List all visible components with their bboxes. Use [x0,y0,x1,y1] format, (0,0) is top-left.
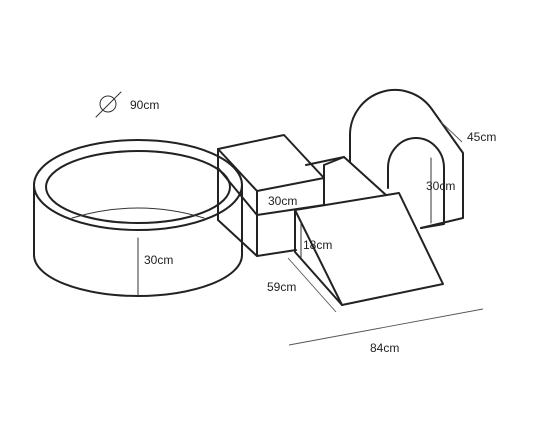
cube-bottom-left [217,219,258,257]
cube-front-top-left [217,148,258,192]
ramp [294,192,444,306]
total-length-label: 84cm [370,341,399,355]
arch-height-label: 30cm [426,179,455,193]
arch-outline [349,89,464,229]
ball-pool [33,139,243,297]
ramp-width-label: 59cm [267,280,296,294]
cube [217,134,325,257]
arch-tunnel [349,89,464,229]
diameter-label: 90cm [130,98,159,112]
cube-front-top-right [256,177,325,192]
total-length-line [288,308,484,346]
flat-block-top [305,156,387,196]
arch-front-face [387,137,445,229]
ramp-width-line [287,257,337,313]
pool-height-label: 30cm [144,253,173,267]
ramp-outline [294,192,444,306]
arch-depth-line [440,121,463,143]
ball-pool-rim-outer [33,139,243,231]
cube-height-label: 30cm [268,194,297,208]
diameter-symbol-icon [95,91,122,118]
flat-block-edge [323,156,345,166]
ramp-height-label: 18cm [303,238,332,252]
ball-pool-floor-edge [71,207,205,219]
ramp-slope-edge [294,209,343,306]
ball-pool-rim-inner [45,150,231,224]
arch-depth-label: 45cm [467,130,496,144]
